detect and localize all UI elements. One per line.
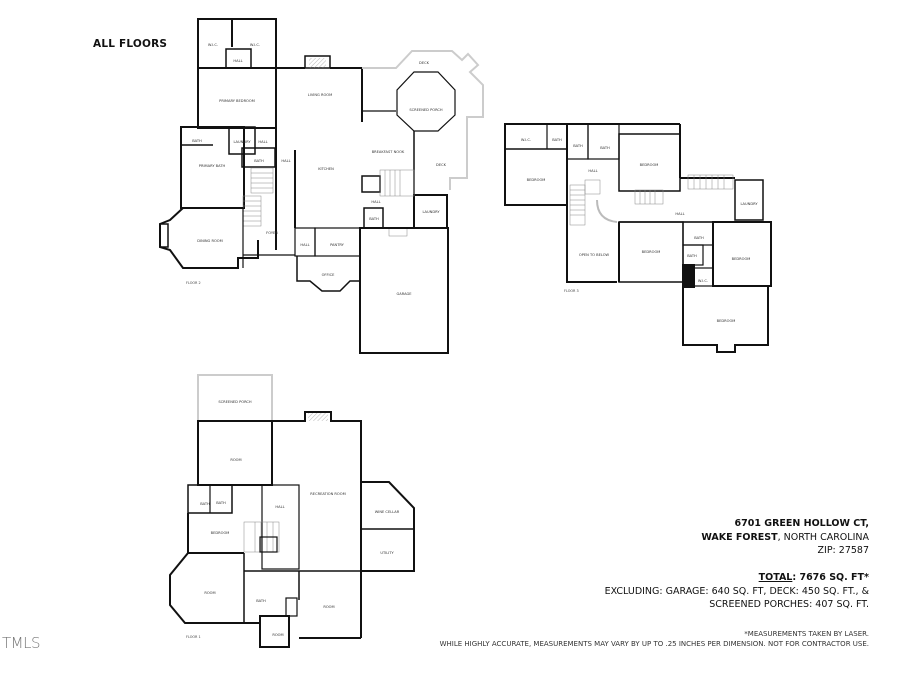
room-label: LAUNDRY [422, 210, 440, 214]
room-label: PRIMARY BEDROOM [219, 99, 255, 103]
address-zip: ZIP: 27587 [817, 545, 869, 556]
room-label: SCREENED PORCH [218, 400, 252, 404]
room-label: W.I.C. [250, 43, 260, 47]
floor-2-labels: W.I.C. W.I.C. HALL PRIMARY BEDROOM LIVIN… [186, 43, 447, 296]
room-label: HALL [675, 212, 684, 216]
room-label: BATH [216, 501, 226, 505]
floor-label: FLOOR 3 [564, 289, 579, 293]
page-title: ALL FLOORS [93, 38, 168, 50]
room-label: ROOM [204, 591, 215, 595]
room-label: W.I.C. [698, 279, 708, 283]
address-line1: 6701 GREEN HOLLOW CT, [734, 518, 869, 529]
room-label: BATH [200, 502, 210, 506]
room-label: BATH [369, 217, 379, 221]
floor-1-plan [169, 374, 415, 648]
room-label: DINING ROOM [197, 239, 222, 243]
room-label: BATH [256, 599, 266, 603]
room-label: BATH [254, 159, 264, 163]
room-label: LAUNDRY [233, 140, 251, 144]
address-line2: WAKE FOREST, NORTH CAROLINA [701, 531, 869, 544]
room-label: GARAGE [396, 292, 412, 296]
room-label: LAUNDRY [740, 202, 758, 206]
floor-1-labels: SCREENED PORCH ROOM RECREATION ROOM BATH… [186, 400, 400, 639]
address-state: , NORTH CAROLINA [777, 532, 869, 543]
room-label: BEDROOM [642, 250, 661, 254]
room-label: FOYER [266, 231, 278, 235]
room-label: BATH [552, 138, 562, 142]
room-label: W.I.C. [208, 43, 218, 47]
room-label: LIVING ROOM [308, 93, 332, 97]
floor-3-plan [504, 123, 772, 353]
room-label: HALL [281, 159, 290, 163]
room-label: UTILITY [380, 551, 394, 555]
room-label: BEDROOM [527, 178, 546, 182]
room-label: HALL [233, 59, 242, 63]
room-label: WINE CELLAR [375, 510, 400, 514]
room-label: ROOM [323, 605, 334, 609]
total-label: TOTAL [758, 572, 793, 583]
room-label: BATH [600, 146, 610, 150]
room-label: ROOM [272, 633, 283, 637]
excluding-text: EXCLUDING: GARAGE: 640 SQ. FT, DECK: 450… [604, 586, 869, 597]
floor-label: FLOOR 2 [186, 281, 201, 285]
room-label: HALL [300, 243, 309, 247]
room-label: PRIMARY BATH [199, 164, 226, 168]
room-label: BEDROOM [732, 257, 751, 261]
room-label: OPEN TO BELOW [579, 253, 610, 257]
floor-2-plan [159, 18, 484, 354]
room-label: SCREENED PORCH [409, 108, 443, 112]
room-label: HALL [371, 200, 380, 204]
address-city: WAKE FOREST [701, 532, 778, 543]
room-label: DECK [436, 163, 447, 167]
room-label: PANTRY [330, 243, 345, 247]
total-sqft: TOTAL: 7676 SQ. FT* [759, 571, 869, 584]
room-label: ROOM [230, 458, 241, 462]
room-label: BEDROOM [717, 319, 736, 323]
room-label: HALL [258, 140, 267, 144]
room-label: BATH [192, 139, 202, 143]
room-label: BEDROOM [640, 163, 659, 167]
room-label: BATH [694, 236, 704, 240]
floor-label: FLOOR 1 [186, 635, 201, 639]
room-label: DECK [419, 61, 430, 65]
room-label: BATH [573, 144, 583, 148]
total-value: : 7676 SQ. FT* [792, 572, 869, 583]
screened-porches-text: SCREENED PORCHES: 407 SQ. FT. [709, 599, 869, 610]
room-label: KITCHEN [318, 167, 334, 171]
room-label: HALL [275, 505, 284, 509]
mls-watermark: TMLS [2, 634, 40, 652]
disclaimer-note: WHILE HIGHLY ACCURATE, MEASUREMENTS MAY … [439, 640, 869, 648]
floor-3-labels: W.I.C. BATH BATH BATH BEDROOM BEDROOM HA… [521, 138, 758, 323]
room-label: RECREATION ROOM [310, 492, 345, 496]
measurement-note: *MEASUREMENTS TAKEN BY LASER. [744, 630, 869, 638]
room-label: W.I.C. [521, 138, 531, 142]
room-label: HALL [588, 169, 597, 173]
room-label: BEDROOM [211, 531, 230, 535]
room-label: OFFICE [322, 273, 336, 277]
room-label: BATH [687, 254, 697, 258]
room-label: BREAKFAST NOOK [372, 150, 405, 154]
